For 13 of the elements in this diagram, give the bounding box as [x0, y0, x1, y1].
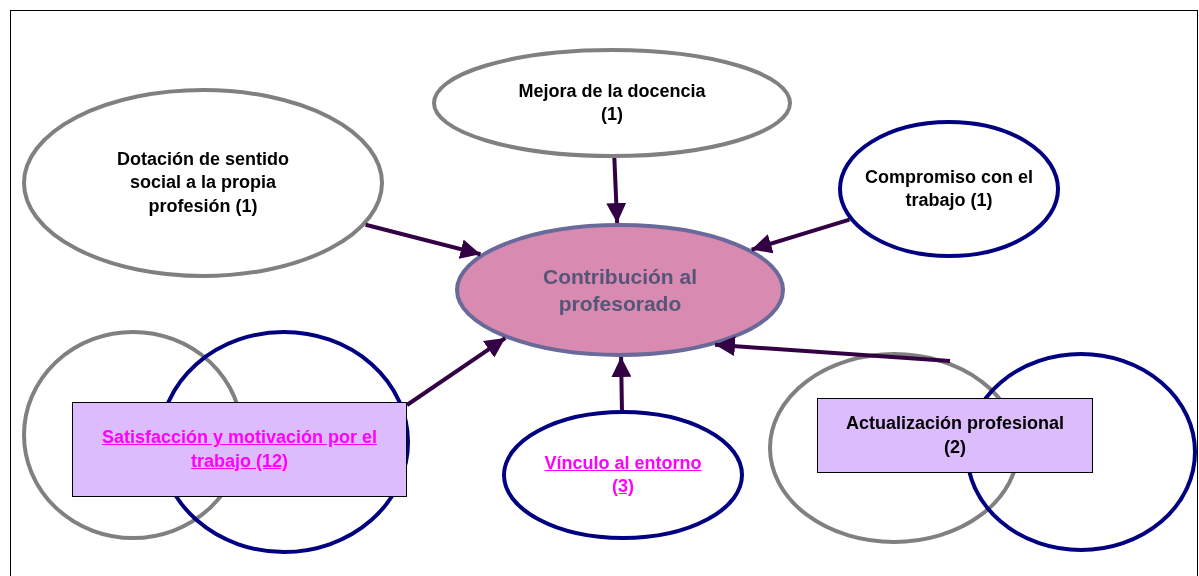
arrow	[611, 356, 632, 411]
arrow	[405, 336, 507, 407]
node-label: Contribución al profesorado	[542, 263, 698, 317]
node-label: Compromiso con el trabajo (1)	[864, 165, 1034, 212]
arrow	[365, 222, 481, 259]
label-box: Actualización profesional (2)	[817, 398, 1093, 473]
label-box: Satisfacción y motivación por el trabajo (12)	[72, 402, 407, 497]
arrow	[714, 336, 951, 363]
node-label: Dotación de sentido social a la propia profesión (1)	[116, 147, 290, 218]
node-label: Vínculo al entorno (3)	[543, 451, 703, 498]
arrow	[606, 157, 627, 224]
node-label: Mejora de la docencia (1)	[517, 79, 707, 126]
arrow	[751, 217, 851, 254]
